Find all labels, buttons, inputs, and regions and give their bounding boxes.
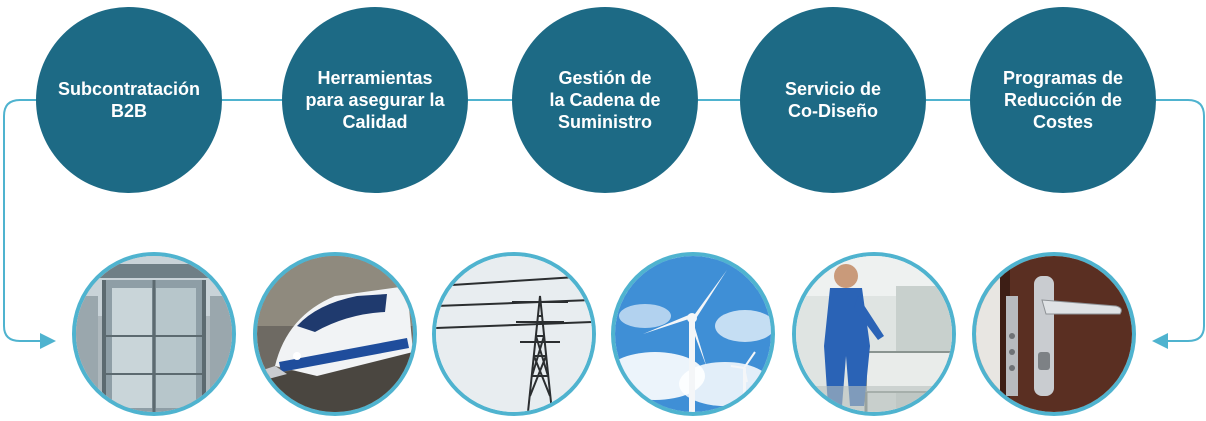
high-speed-train-photo: [253, 252, 417, 416]
elevator-icon: [76, 256, 232, 412]
service-circle-cadena-suministro: Gestión de la Cadena de Suministro: [512, 7, 698, 193]
train-icon: [257, 256, 413, 412]
service-circle-reduccion-costes: Programas de Reducción de Costes: [970, 7, 1156, 193]
connector-loop-left: [3, 99, 50, 342]
connector-loop-right: [1156, 99, 1205, 342]
service-circle-co-diseno: Servicio de Co-Diseño: [740, 7, 926, 193]
service-label: Herramientas para asegurar la Calidad: [305, 68, 445, 132]
wind-turbine-icon: [615, 256, 771, 412]
pylon-icon: [436, 256, 592, 412]
hospital-icon: [796, 256, 952, 412]
service-label: Programas de Reducción de Costes: [1002, 68, 1124, 132]
elevator-photo: [72, 252, 236, 416]
hospital-worker-photo: [792, 252, 956, 416]
door-handle-photo: [972, 252, 1136, 416]
wind-turbine-photo: [611, 252, 775, 416]
service-label: Gestión de la Cadena de Suministro: [549, 68, 661, 132]
service-label: Subcontratación B2B: [57, 79, 200, 121]
arrow-right-icon: [40, 333, 56, 349]
service-circle-subcontratacion: Subcontratación B2B: [36, 7, 222, 193]
service-label: Servicio de Co-Diseño: [784, 79, 882, 121]
power-pylon-photo: [432, 252, 596, 416]
service-circle-herramientas-calidad: Herramientas para asegurar la Calidad: [282, 7, 468, 193]
arrow-left-icon: [1152, 333, 1168, 349]
door-handle-icon: [976, 256, 1132, 412]
